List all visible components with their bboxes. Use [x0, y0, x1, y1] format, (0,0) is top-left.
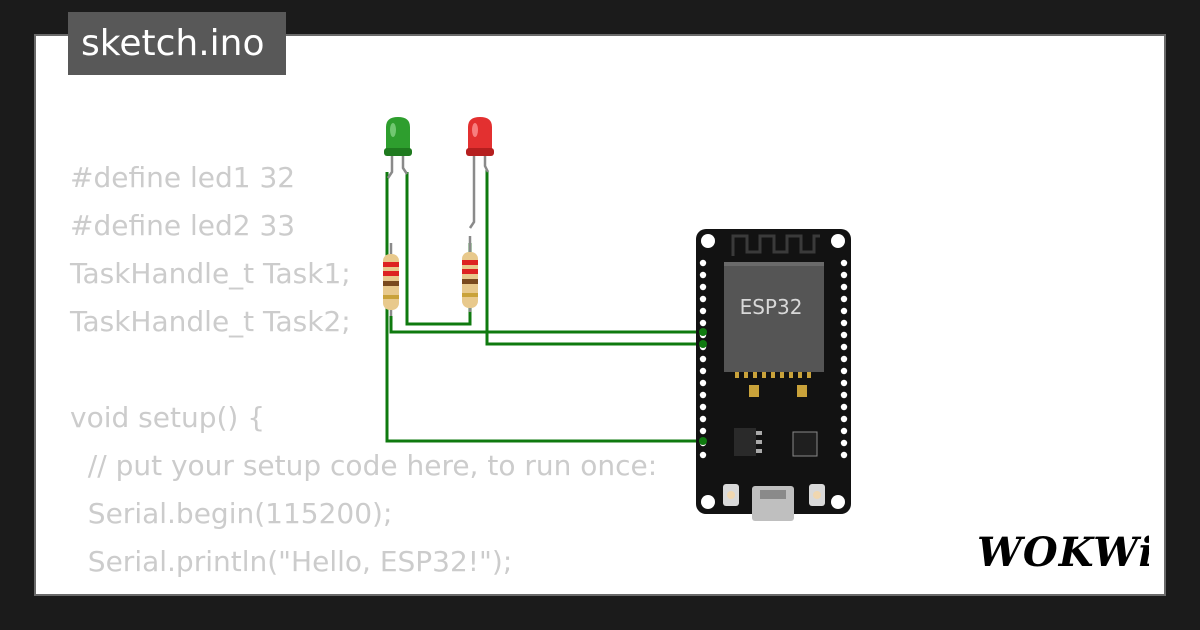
- resistor-1[interactable]: [383, 243, 399, 316]
- wokwi-logo: WOKWi: [977, 529, 1149, 574]
- code-line: Serial.begin(115200);: [70, 497, 393, 530]
- code-line: TaskHandle_t Task1;: [70, 257, 351, 290]
- wire-resistor-gpio: [389, 316, 703, 334]
- red-led[interactable]: [466, 117, 494, 156]
- wire-green-led-resistor: [405, 172, 472, 326]
- code-line: TaskHandle_t Task2;: [70, 305, 351, 338]
- green-led-lead: [386, 156, 394, 179]
- right-pin-header: [840, 259, 848, 459]
- code-line: void setup() {: [70, 401, 266, 434]
- red-led-lead: [483, 156, 490, 173]
- board-label: ESP32: [740, 295, 803, 319]
- code-preview: #define led1 32 #define led2 33 TaskHandle…: [70, 154, 658, 594]
- code-line: pinMode(led1, OUTPUT);: [70, 586, 657, 594]
- wire-red-led-gpio: [485, 170, 703, 346]
- green-led-lead: [401, 156, 409, 175]
- code-line: Serial.println("Hello, ESP32!");: [70, 545, 513, 578]
- red-led-lead: [468, 156, 476, 229]
- sketch-title[interactable]: sketch.ino: [68, 12, 286, 75]
- esp32-board[interactable]: ESP32: [696, 229, 851, 521]
- green-led[interactable]: [384, 117, 412, 156]
- wires: [385, 170, 703, 443]
- resistor-2[interactable]: [462, 236, 478, 312]
- code-line: // put your setup code here, to run once…: [70, 449, 658, 482]
- preview-card: #define led1 32 #define led2 33 TaskHandle…: [34, 34, 1166, 596]
- code-line: #define led1 32: [70, 161, 296, 194]
- wokwi-logo-text: WOKWi: [977, 529, 1149, 574]
- code-line: #define led2 33: [70, 209, 296, 242]
- wire-green-led-gnd: [385, 172, 703, 443]
